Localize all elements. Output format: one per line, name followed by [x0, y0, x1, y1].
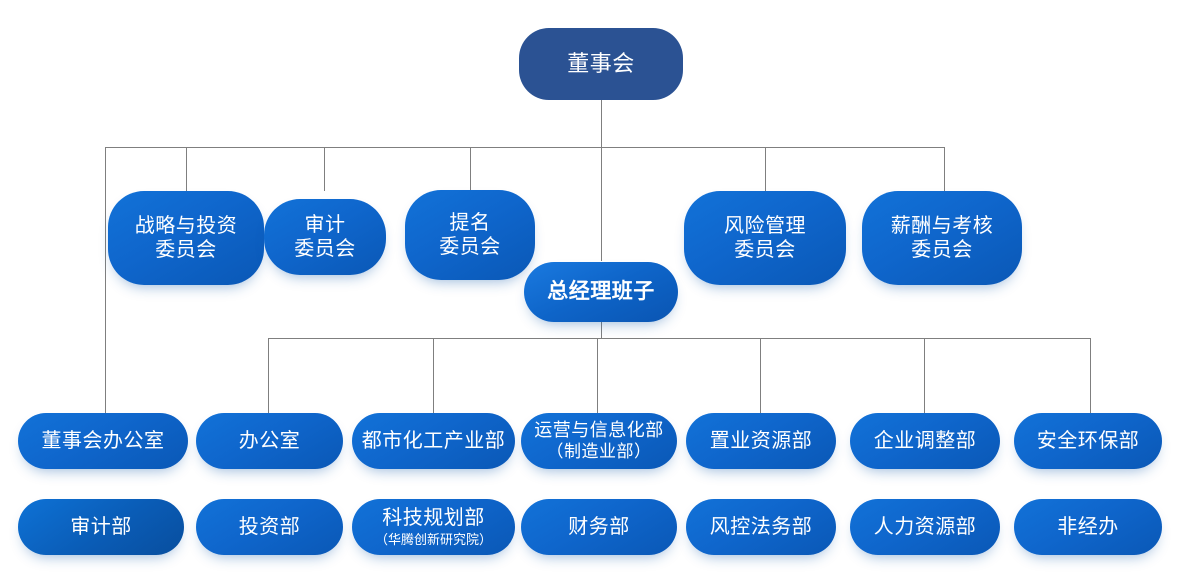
connector-gm-stem [601, 147, 602, 261]
node-label-line1: 企业调整部 [873, 429, 977, 452]
node-label-line1: 风险管理 [724, 214, 806, 237]
node-dept-finance[interactable]: 财务部 [521, 499, 677, 555]
node-label-line1: 办公室 [238, 429, 301, 452]
node-committee-risk-management[interactable]: 风险管理 委员会 [684, 191, 846, 285]
node-dept-office[interactable]: 办公室 [196, 413, 343, 469]
connector-board-office-spine [105, 147, 106, 413]
connector-drop-dept-5 [924, 338, 925, 413]
node-label-line1: 董事会办公室 [41, 429, 165, 452]
node-dept-audit[interactable]: 审计部 [18, 499, 184, 555]
connector-drop-dept-1 [268, 338, 269, 413]
node-label-line2: （制造业部） [546, 441, 652, 461]
node-dept-enterprise-restructuring[interactable]: 企业调整部 [850, 413, 1000, 469]
node-label-line1: 战略与投资 [134, 214, 238, 237]
node-label-line2: 委员会 [155, 239, 217, 261]
connector-drop-dept-2 [433, 338, 434, 413]
node-dept-human-resources[interactable]: 人力资源部 [850, 499, 1000, 555]
connector-dept-bus [268, 338, 1091, 339]
connector-drop-committee-1 [186, 147, 187, 191]
node-dept-investment[interactable]: 投资部 [196, 499, 343, 555]
node-label-line1: 置业资源部 [709, 429, 813, 452]
node-label-line1: 非经办 [1057, 515, 1119, 538]
node-label-line1: 运营与信息化部 [534, 419, 664, 440]
connector-top-bus [105, 147, 945, 148]
node-label-line1: 财务部 [568, 515, 630, 538]
node-label-subtitle: （华腾创新研究院） [374, 531, 492, 547]
node-label-line2: 委员会 [911, 239, 973, 261]
connector-gm-bottom-stem [601, 322, 602, 339]
node-label-line2: 委员会 [439, 236, 501, 258]
node-label-line2: 委员会 [294, 238, 356, 260]
node-committee-audit[interactable]: 审计 委员会 [264, 199, 386, 275]
node-label-line1: 薪酬与考核 [890, 214, 994, 237]
node-label-line2: 委员会 [734, 239, 796, 261]
node-label-line1: 都市化工产业部 [361, 429, 506, 452]
node-dept-technology-planning[interactable]: 科技规划部 （华腾创新研究院） [352, 499, 515, 555]
node-dept-urban-chemical-industry[interactable]: 都市化工产业部 [352, 413, 515, 469]
connector-drop-dept-4 [760, 338, 761, 413]
node-dept-property-resources[interactable]: 置业资源部 [686, 413, 836, 469]
node-general-manager-team[interactable]: 总经理班子 [524, 262, 678, 322]
node-committee-compensation-appraisal[interactable]: 薪酬与考核 委员会 [862, 191, 1022, 285]
node-dept-operations-informatization[interactable]: 运营与信息化部 （制造业部） [521, 413, 677, 469]
node-dept-board-office[interactable]: 董事会办公室 [18, 413, 188, 469]
node-label: 总经理班子 [547, 279, 655, 304]
connector-drop-dept-3 [597, 338, 598, 413]
connector-drop-committee-3 [470, 147, 471, 191]
node-dept-non-operating-office[interactable]: 非经办 [1014, 499, 1162, 555]
node-label-line1: 投资部 [238, 515, 301, 538]
node-label-line1: 科技规划部 [382, 507, 485, 530]
node-label-line1: 审计 [304, 213, 346, 236]
connector-drop-committee-5 [944, 147, 945, 191]
node-committee-nomination[interactable]: 提名 委员会 [405, 190, 535, 280]
node-label: 董事会 [567, 50, 635, 76]
node-dept-risk-control-legal[interactable]: 风控法务部 [686, 499, 836, 555]
node-dept-safety-environmental[interactable]: 安全环保部 [1014, 413, 1162, 469]
node-label-line1: 人力资源部 [873, 515, 977, 538]
node-label-line1: 风控法务部 [709, 515, 813, 538]
node-label-line1: 提名 [449, 211, 491, 234]
node-label-line1: 审计部 [70, 515, 132, 538]
node-committee-strategy-investment[interactable]: 战略与投资 委员会 [108, 191, 264, 285]
connector-drop-committee-4 [765, 147, 766, 191]
node-label-line1: 安全环保部 [1036, 429, 1140, 452]
connector-root-stem [601, 100, 602, 148]
node-board-of-directors[interactable]: 董事会 [519, 28, 683, 100]
connector-drop-committee-2 [324, 147, 325, 191]
connector-drop-dept-6 [1090, 338, 1091, 413]
